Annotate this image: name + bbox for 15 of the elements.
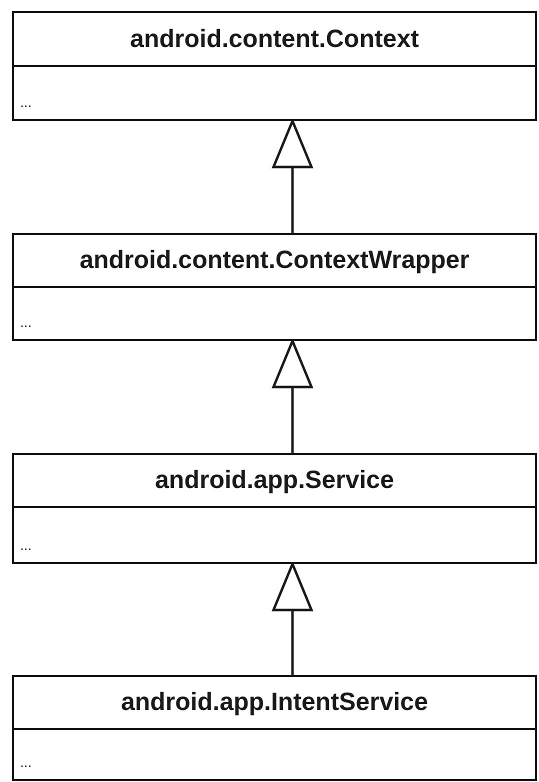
class-box (12, 675, 537, 781)
class-members: ... (20, 315, 32, 329)
class-members: ... (20, 755, 32, 769)
inheritance-arrow (272, 562, 313, 675)
class-box (12, 453, 537, 564)
inheritance-arrow (272, 120, 313, 233)
class-box (12, 11, 537, 121)
class-members: ... (20, 95, 32, 109)
inheritance-arrow (272, 340, 313, 453)
class-name: android.app.IntentService (120, 690, 428, 715)
class-members: ... (20, 538, 32, 552)
class-name: android.content.Context (130, 26, 419, 52)
class-name: android.content.ContextWrapper (80, 248, 470, 273)
class-name: android.app.Service (155, 468, 394, 493)
class-box (12, 233, 537, 341)
